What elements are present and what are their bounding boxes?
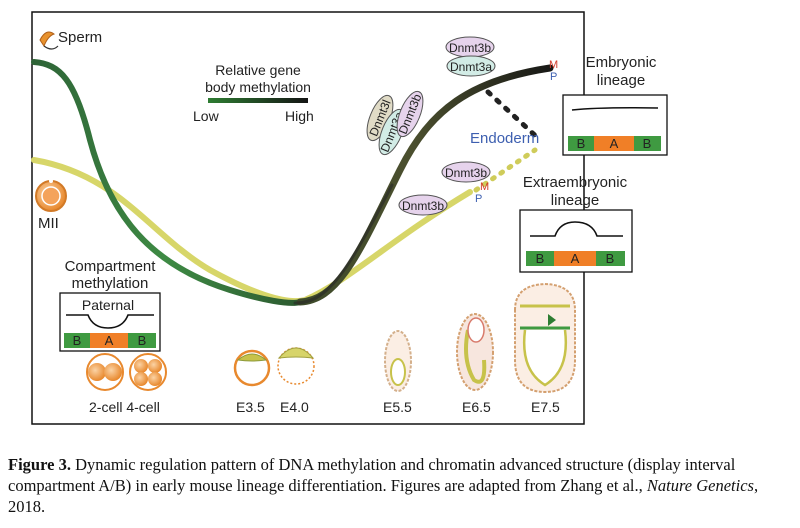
legend-title-line2: body methylation [205,79,311,95]
extraembryonic-dots [473,147,538,193]
svg-text:B: B [643,136,652,151]
e35-label: E3.5 [236,399,265,415]
svg-text:B: B [73,333,82,348]
embryonic-lineage-line2: lineage [597,72,645,89]
svg-text:B: B [606,251,615,266]
extraembryonic-p-marker: P [475,193,482,205]
legend-high-label: High [285,108,314,124]
e75-embryo-icon [514,282,576,394]
svg-text:Dnmt3b: Dnmt3b [449,41,491,55]
extraembryonic-compartment-box: B A B [519,209,633,273]
caption-label: Figure 3. [8,455,71,474]
e65-label: E6.5 [462,399,491,415]
embryonic-m-marker: M [549,59,558,71]
embryonic-compartment-box: B A B [562,94,668,156]
compartment-title-line1: Compartment [65,258,157,275]
embryonic-curve [296,64,554,306]
caption-text: Dynamic regulation pattern of DNA methyl… [8,455,736,495]
legend-gradient-bar [208,98,308,103]
enzyme-dnmt3b-top: Dnmt3b [445,36,495,58]
endoderm-label: Endoderm [470,130,539,147]
svg-text:A: A [610,136,619,151]
endoderm-dots [485,89,543,143]
e75-label: E7.5 [531,399,560,415]
e35-blastocyst-icon [233,349,271,387]
paternal-compartment-box: Paternal B A B [59,292,161,352]
e40-label: E4.0 [280,399,309,415]
extraembryonic-m-marker: M [480,181,489,193]
e65-embryo-icon [456,313,494,391]
enzyme-dnmt3a-top: Dnmt3a [446,55,496,77]
four-cell-embryo-icon [129,353,167,391]
cell-stages-label: 2-cell 4-cell [89,399,160,415]
maternal-curve [31,157,473,304]
svg-text:B: B [138,333,147,348]
svg-text:A: A [571,251,580,266]
extraembryonic-lineage-line1: Extraembryonic [523,174,628,191]
embryonic-curve-tail [293,183,394,305]
compartment-title-line2: methylation [72,275,149,292]
svg-text:B: B [577,136,586,151]
extraembryonic-lineage-line2: lineage [551,192,599,209]
svg-text:Dnmt3b: Dnmt3b [402,199,444,213]
enzyme-dnmt3b-extra: Dnmt3b [441,161,491,183]
sperm-label: Sperm [58,29,102,46]
caption-text-end: , 2018. [8,476,759,516]
embryonic-p-marker: P [550,71,557,83]
e55-label: E5.5 [383,399,412,415]
sperm-icon [39,31,59,50]
legend-low-label: Low [193,108,220,124]
mii-oocyte-icon [35,179,67,212]
paternal-curve [31,59,303,306]
svg-text:B: B [536,251,545,266]
e55-embryo-icon [384,330,412,392]
figure-panel: Sperm MII Relative gene body methylation… [31,11,668,425]
e40-blastocyst-icon [277,347,315,385]
two-cell-embryo-icon [86,353,124,391]
enzyme-dnmt3b-left: Dnmt3b [398,194,448,216]
svg-text:A: A [105,333,114,348]
figure-caption: Figure 3. Dynamic regulation pattern of … [8,454,794,517]
legend-title-line1: Relative gene [215,62,301,78]
paternal-label: Paternal [82,297,134,313]
svg-text:Dnmt3a: Dnmt3a [450,60,492,74]
mii-label: MII [38,215,59,232]
embryonic-lineage-line1: Embryonic [586,54,657,71]
svg-text:Dnmt3b: Dnmt3b [445,166,487,180]
caption-journal: Nature Genetics [646,476,754,495]
